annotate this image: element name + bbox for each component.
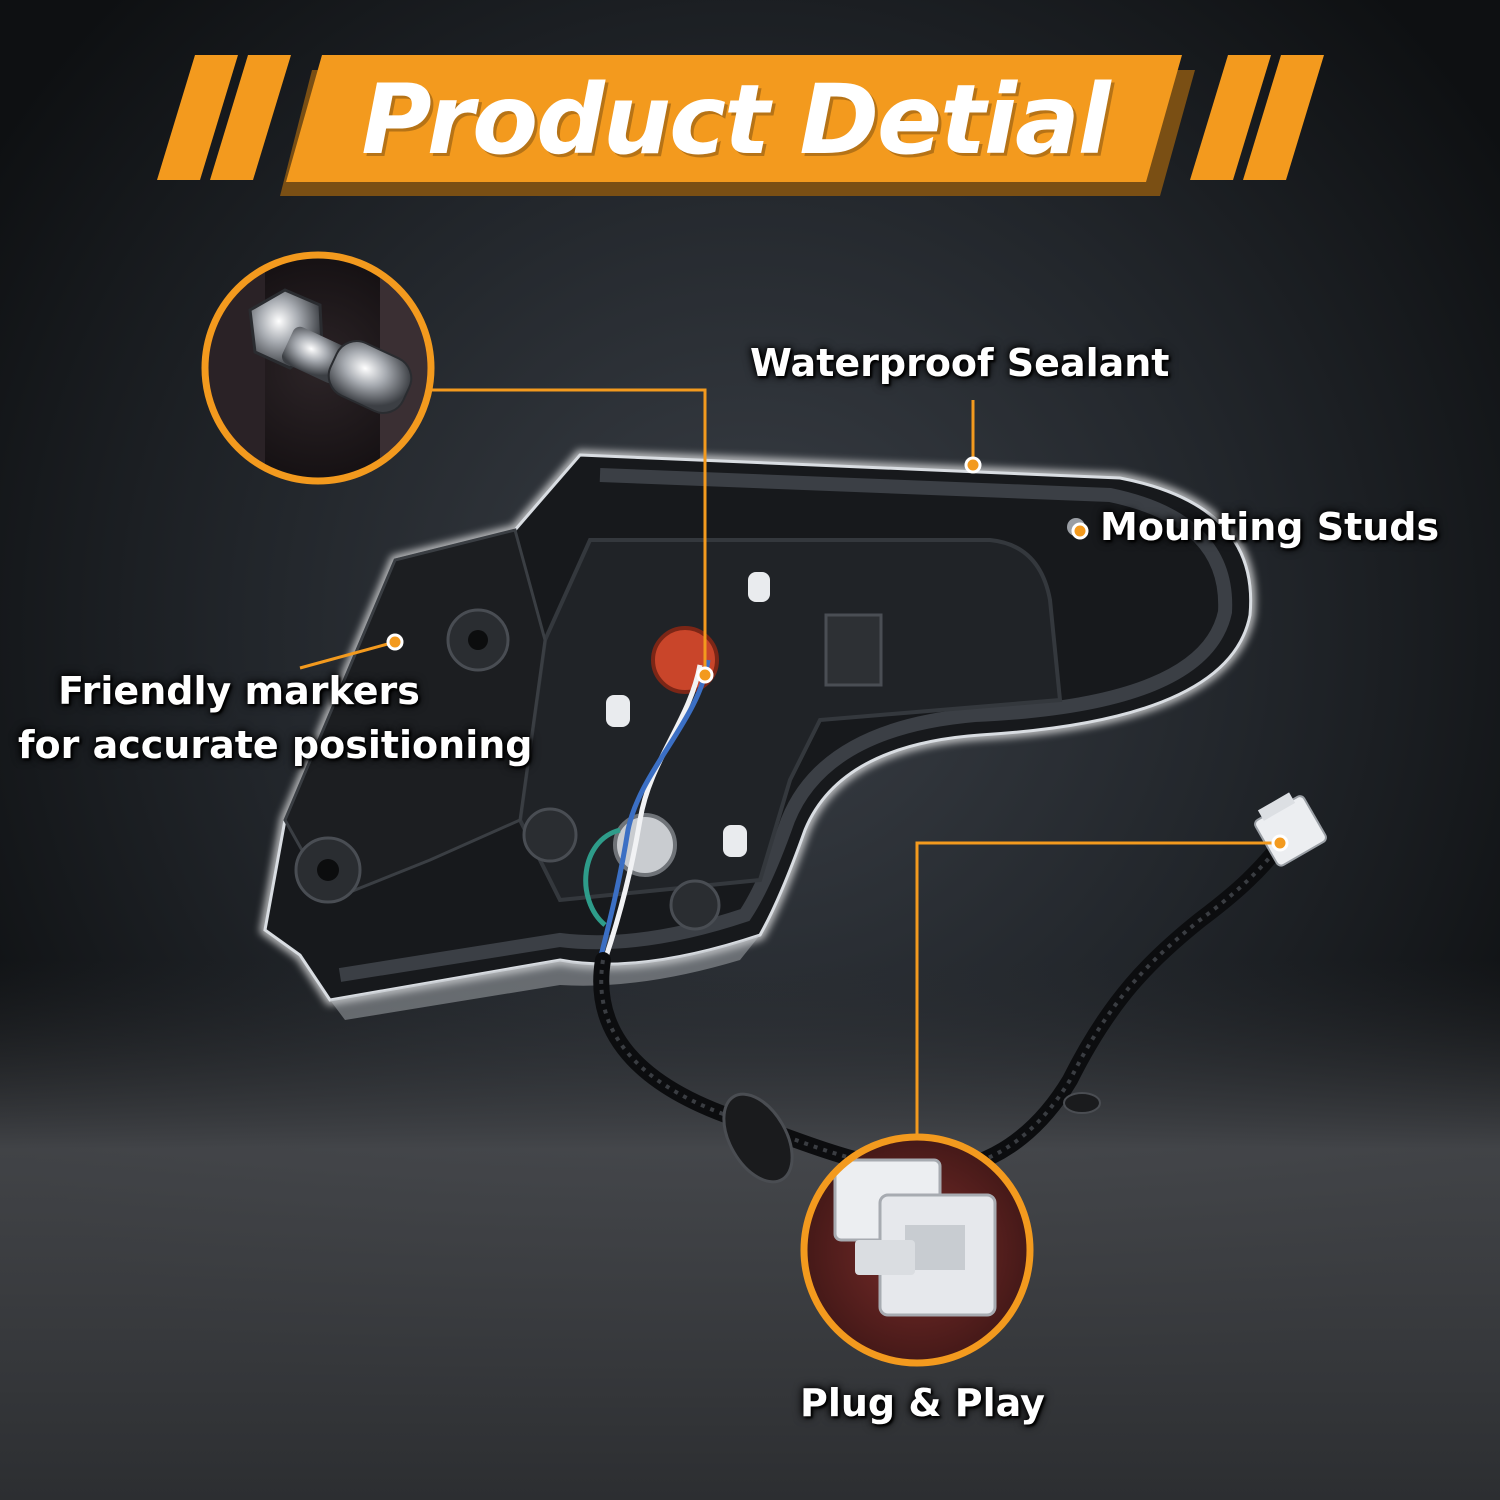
label-friendly-markers-line1: Friendly markers <box>58 669 420 713</box>
wire-green <box>583 827 621 927</box>
mounting-post <box>468 630 488 650</box>
leader-plug <box>915 841 1280 1137</box>
banner-stripe-left-1 <box>157 55 238 180</box>
tail-light-housing <box>259 449 1256 1020</box>
banner-plate <box>286 55 1182 182</box>
dot-bolt <box>696 666 714 684</box>
mounting-post <box>522 807 578 863</box>
label-plug-and-play: Plug & Play <box>800 1381 1045 1425</box>
callout-dots <box>386 456 1289 852</box>
plastic-clip <box>748 572 770 602</box>
page-title: Product Detial <box>361 64 1110 176</box>
wire-white <box>602 664 703 961</box>
dot-plug <box>1271 834 1289 852</box>
wire-blue <box>597 659 711 961</box>
label-mounting-studs: Mounting Studs <box>1100 505 1440 549</box>
cable-grommet <box>722 1092 794 1184</box>
banner-stripe-left-2 <box>210 55 291 180</box>
dot-waterproof <box>964 456 982 474</box>
mounting-plate <box>824 613 883 687</box>
label-friendly-markers: Friendly markers for accurate positionin… <box>18 664 533 772</box>
inset-plug-closeup <box>800 1133 1034 1367</box>
housing-bottom-lip <box>330 935 760 1020</box>
inset-bolt-closeup <box>201 251 435 485</box>
housing-inner-rim <box>338 468 1233 982</box>
dot-markers <box>386 633 404 651</box>
dot-studs <box>1071 522 1089 540</box>
title-banner <box>157 55 1324 196</box>
mounting-post <box>317 859 339 881</box>
banner-stripe-right-2 <box>1243 55 1324 180</box>
label-waterproof-sealant: Waterproof Sealant <box>750 341 1170 385</box>
mounting-post <box>669 879 721 931</box>
harness-cable-highlight <box>599 843 1282 1173</box>
plug-connector-icon <box>833 1158 997 1317</box>
plastic-clip <box>606 695 630 727</box>
cable-clip <box>1063 1092 1101 1114</box>
banner-stripe-right-1 <box>1190 55 1271 180</box>
mounting-bolt-icon <box>248 288 413 414</box>
plastic-clip <box>723 825 747 857</box>
leader-bolt <box>431 388 707 672</box>
wire-connector-icon <box>1254 792 1327 867</box>
callout-leaders <box>299 388 1280 1137</box>
label-friendly-markers-line2: for accurate positioning <box>18 723 533 767</box>
floor-reflection <box>0 960 1500 1500</box>
leader-markers <box>299 640 396 670</box>
